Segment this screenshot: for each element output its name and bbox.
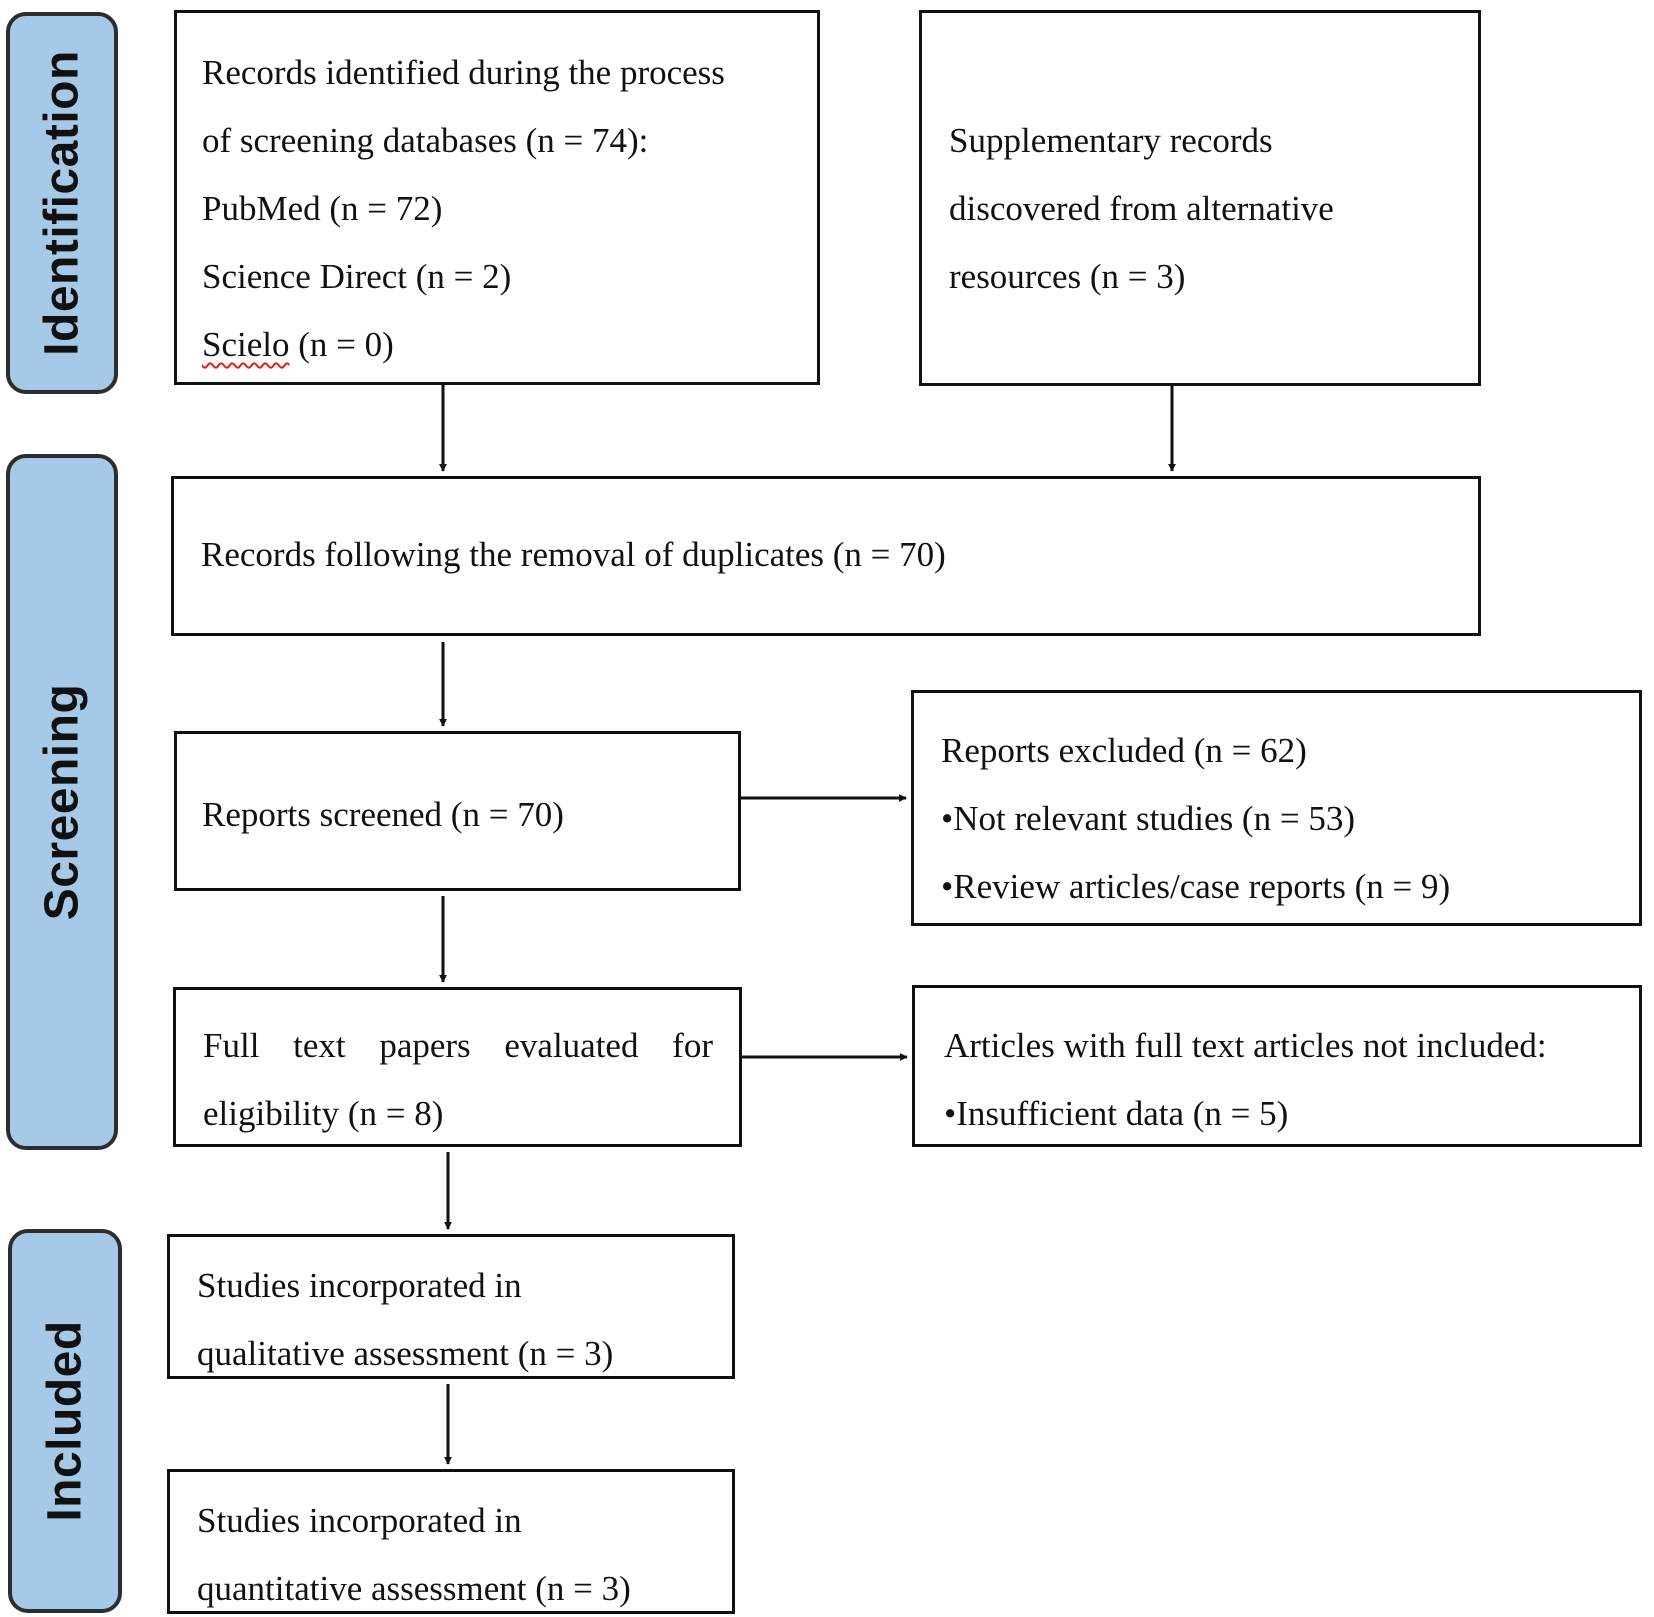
science-direct-count: Science Direct (n = 2) (202, 257, 512, 296)
qualitative-box: Studies incorporated in qualitative asse… (167, 1234, 735, 1379)
scielo-count: Scielo (n = 0) (202, 325, 394, 365)
reports-screened-box: Reports screened (n = 70) (174, 731, 741, 891)
scielo-spellcheck-word: Scielo (202, 325, 290, 364)
after-duplicates-line: Records following the removal of duplica… (201, 535, 946, 574)
supplementary-records-box: Supplementary records discovered from al… (919, 10, 1481, 386)
full-text-box: Full text papers evaluated for eligibili… (173, 987, 742, 1147)
not-included-box: Articles with full text articles not inc… (912, 985, 1642, 1147)
reports-excluded-line: Reports excluded (n = 62) (941, 731, 1307, 770)
reports-excluded-box: Reports excluded (n = 62) •Not relevant … (911, 690, 1642, 926)
supplementary-line: discovered from alternative (949, 189, 1334, 228)
records-identified-line: Records identified during the process (202, 53, 725, 92)
full-text-word: for (672, 1026, 713, 1065)
stage-included: Included (8, 1229, 122, 1613)
stage-screening: Screening (6, 454, 118, 1150)
reports-excluded-reason: •Review articles/case reports (n = 9) (941, 867, 1451, 906)
reports-screened-line: Reports screened (n = 70) (202, 795, 564, 834)
full-text-word: papers (379, 1026, 471, 1065)
full-text-line: eligibility (n = 8) (203, 1094, 444, 1133)
reports-excluded-reason: •Not relevant studies (n = 53) (941, 799, 1355, 838)
supplementary-line: Supplementary records (949, 121, 1273, 160)
full-text-word: evaluated (504, 1026, 639, 1065)
quantitative-line: Studies incorporated in (197, 1501, 522, 1540)
full-text-line: Full text papers evaluated for (203, 1026, 713, 1066)
supplementary-line: resources (n = 3) (949, 257, 1186, 296)
full-text-word: text (293, 1026, 346, 1065)
qualitative-line: qualitative assessment (n = 3) (197, 1334, 614, 1373)
records-identified-line: of screening databases (n = 74): (202, 121, 649, 160)
quantitative-line: quantitative assessment (n = 3) (197, 1569, 631, 1608)
not-included-reason: •Insufficient data (n = 5) (944, 1094, 1289, 1133)
full-text-word: Full (203, 1026, 260, 1065)
scielo-count-value: (n = 0) (289, 325, 394, 364)
stage-identification: Identification (6, 12, 118, 394)
not-included-line: Articles with full text articles not inc… (944, 1026, 1547, 1065)
records-identified-box: Records identified during the process of… (174, 10, 820, 385)
qualitative-line: Studies incorporated in (197, 1266, 522, 1305)
quantitative-box: Studies incorporated in quantitative ass… (167, 1469, 735, 1614)
after-duplicates-box: Records following the removal of duplica… (171, 476, 1481, 636)
pubmed-count: PubMed (n = 72) (202, 189, 443, 228)
